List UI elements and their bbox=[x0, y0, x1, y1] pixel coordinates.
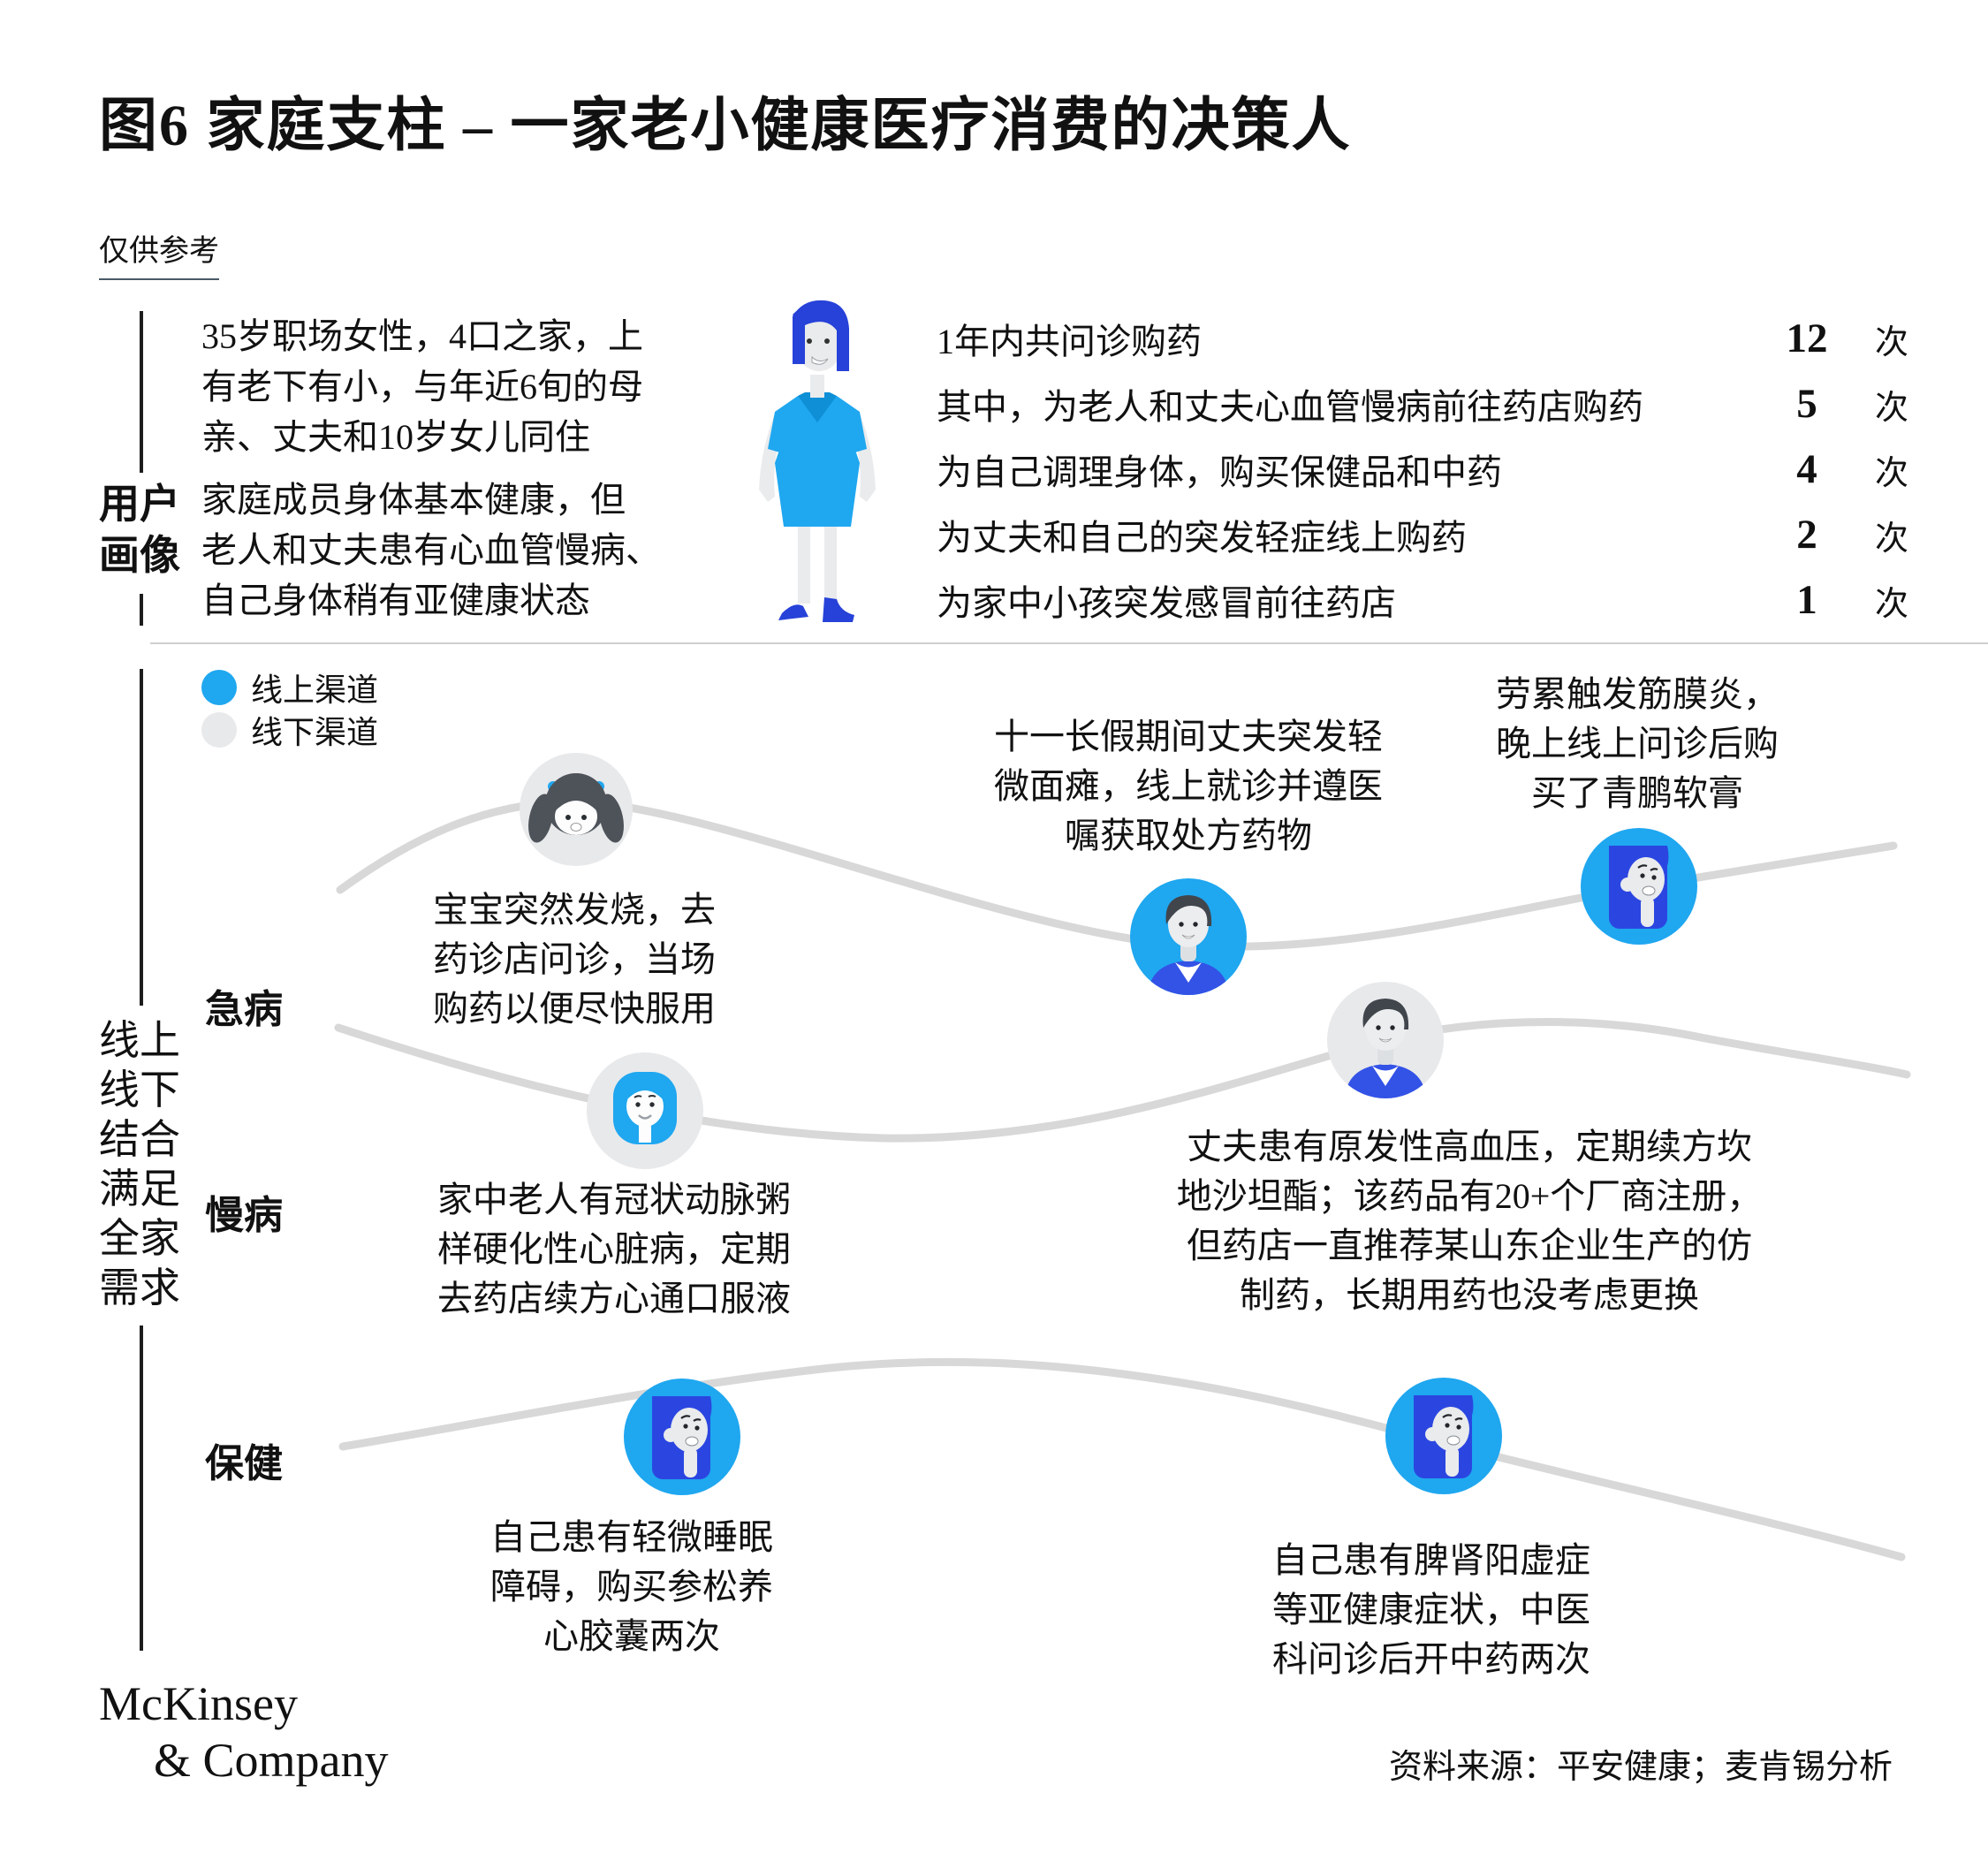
legend-label: 线下渠道 bbox=[251, 715, 379, 750]
journey-rail-top bbox=[140, 669, 143, 1006]
man-avatar-icon bbox=[1344, 998, 1427, 1098]
stat-unit: 次 bbox=[1874, 454, 1908, 492]
legend-label: 线上渠道 bbox=[251, 672, 379, 708]
stat-value: 5 bbox=[1796, 381, 1817, 427]
stat-unit: 次 bbox=[1874, 389, 1908, 427]
logo-line-2: & Company bbox=[154, 1734, 389, 1787]
row-label-wellness: 保健 bbox=[205, 1442, 283, 1485]
row-label-acute: 急病 bbox=[205, 988, 283, 1031]
persona-description-2: 家庭成员身体基本健康，但 老人和丈夫患有心血管慢病、 自己身体稍有亚健康状态 bbox=[201, 480, 661, 620]
annual-purchase-stats: 1年内共问诊购药 12 次 其中，为老人和丈夫心血管慢病前往药店购药 5 次 为… bbox=[937, 306, 1908, 633]
logo-line-1: McKinsey bbox=[99, 1677, 298, 1730]
girl-avatar-icon bbox=[523, 772, 629, 846]
section-divider bbox=[150, 642, 1988, 644]
wife-avatar-online-tcm bbox=[1385, 1378, 1502, 1494]
stat-value: 2 bbox=[1796, 512, 1817, 558]
online-channel-dot-icon bbox=[201, 670, 237, 705]
note-grandma-heart: 家中老人有冠状动脉粥 样硬化性心脏病，定期 去药店续方心通口服液 bbox=[437, 1180, 791, 1318]
journey-rail-bottom bbox=[140, 1325, 143, 1651]
girl-avatar-offline bbox=[520, 753, 633, 866]
stat-label: 其中，为老人和丈夫心血管慢病前往药店购药 bbox=[937, 387, 1643, 427]
note-baby-fever: 宝宝突然发烧，去 药诊店问诊，当场 购药以便尽快服用 bbox=[433, 890, 716, 1029]
stat-label: 为丈夫和自己的突发轻症线上购药 bbox=[937, 518, 1467, 558]
note-husband-hypertension: 丈夫患有原发性高血压，定期续方坎 地沙坦酯；该药品有20+个厂商注册， 但药店一… bbox=[1176, 1127, 1763, 1315]
stat-unit: 次 bbox=[1874, 520, 1908, 558]
husband-avatar-online bbox=[1130, 878, 1247, 995]
legend-item-online: 线上渠道 bbox=[201, 666, 378, 709]
profile-section-label: 用户 画像 bbox=[99, 482, 180, 578]
woman-avatar-icon bbox=[650, 1394, 713, 1481]
woman-avatar-icon bbox=[1607, 844, 1670, 930]
stat-label: 为自己调理身体，购买保健品和中药 bbox=[937, 452, 1502, 492]
offline-channel-dot-icon bbox=[201, 712, 237, 748]
page-title: 图6 家庭支柱 – 一家老小健康医疗消费的决策人 bbox=[99, 94, 1352, 158]
wife-avatar-online bbox=[1581, 828, 1697, 945]
persona-description: 35岁职场女性，4口之家，上 有老下有小，与年近6旬的母 亲、丈夫和10岁女儿同… bbox=[201, 311, 740, 638]
stat-unit: 次 bbox=[1874, 323, 1908, 361]
profile-rail-bottom bbox=[140, 594, 143, 626]
note-husband-palsy: 十一长假期间丈夫突发轻 微面瘫，线上就诊并遵医 嘱获取处方药物 bbox=[994, 717, 1383, 855]
journey-section-label: 线上 线下 结合 满足 全家 需求 bbox=[99, 1018, 180, 1310]
profile-rail-top bbox=[140, 311, 143, 473]
legend-item-offline: 线下渠道 bbox=[201, 709, 378, 751]
woman-figure bbox=[759, 300, 876, 622]
stat-value: 1 bbox=[1796, 577, 1817, 623]
stat-row: 其中，为老人和丈夫心血管慢病前往药店购药 5 次 bbox=[937, 371, 1908, 437]
husband-avatar-offline bbox=[1327, 982, 1444, 1098]
chronic-journey-line bbox=[334, 1018, 1911, 1143]
stat-value: 4 bbox=[1796, 446, 1817, 492]
man-avatar-icon bbox=[1147, 894, 1230, 995]
channel-legend: 线上渠道 线下渠道 bbox=[201, 666, 378, 751]
source-note: 资料来源：平安健康；麦肯锡分析 bbox=[1388, 1749, 1893, 1786]
stat-row: 1年内共问诊购药 12 次 bbox=[937, 306, 1908, 371]
wife-avatar-online-sleep bbox=[624, 1379, 740, 1495]
reference-note: 仅供参考 bbox=[99, 226, 219, 280]
stat-row: 为自己调理身体，购买保健品和中药 4 次 bbox=[937, 437, 1908, 502]
stat-value: 12 bbox=[1786, 315, 1828, 361]
note-tcm-consult: 自己患有脾肾阳虚症 等亚健康症状，中医 科问诊后开中药两次 bbox=[1272, 1540, 1590, 1679]
note-fasciitis: 劳累触发筋膜炎， 晚上线上问诊后购 买了青鹏软膏 bbox=[1496, 674, 1779, 813]
grandma-avatar-offline bbox=[587, 1052, 703, 1169]
stat-row: 为丈夫和自己的突发轻症线上购药 2 次 bbox=[937, 502, 1908, 567]
woman-avatar-icon bbox=[611, 1070, 679, 1146]
stat-unit: 次 bbox=[1874, 585, 1908, 623]
woman-avatar-icon bbox=[1412, 1394, 1475, 1480]
stat-label: 为家中小孩突发感冒前往药店 bbox=[937, 583, 1396, 623]
persona-description-1: 35岁职场女性，4口之家，上 有老下有小，与年近6旬的母 亲、丈夫和10岁女儿同… bbox=[201, 316, 643, 457]
woman-persona-illustration bbox=[759, 300, 876, 622]
row-label-chronic: 慢病 bbox=[205, 1194, 283, 1237]
mckinsey-logo: McKinsey & Company bbox=[99, 1675, 389, 1789]
stat-row: 为家中小孩突发感冒前往药店 1 次 bbox=[937, 567, 1908, 633]
note-sleep-disorder: 自己患有轻微睡眠 障碍，购买参松养 心胶囊两次 bbox=[490, 1517, 773, 1656]
stat-label: 1年内共问诊购药 bbox=[937, 322, 1202, 361]
